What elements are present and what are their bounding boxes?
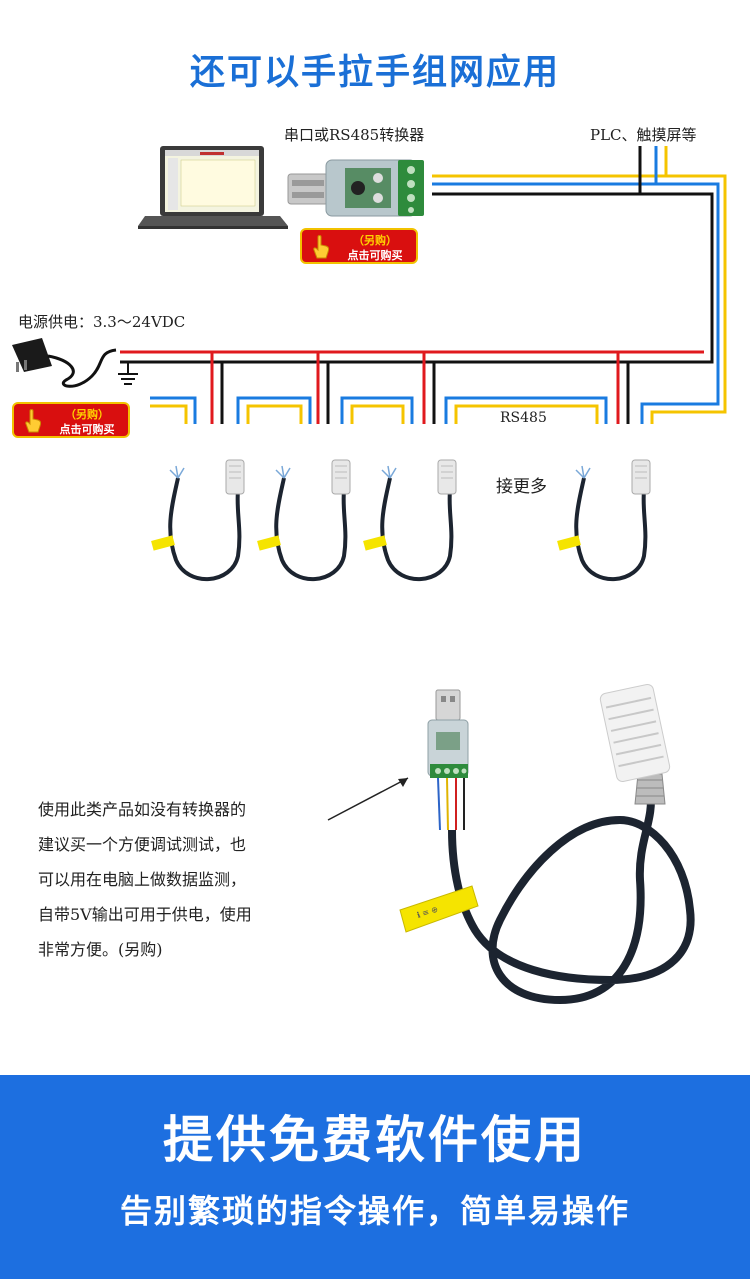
bottom-banner	[0, 1075, 750, 1279]
buy-badge-line2: 点击可购买	[347, 249, 403, 262]
buy-badge-line1: （另购）	[353, 234, 397, 247]
converter-label: 串口或RS485转换器	[284, 126, 425, 144]
banner-subtitle: 告别繁琐的指令操作，简单易操作	[119, 1192, 630, 1230]
description-line: 自带5V输出可用于供电，使用	[38, 905, 252, 924]
page-title: 还可以手拉手组网应用	[189, 53, 560, 93]
pointing-hand-icon	[313, 235, 330, 259]
more-label: 接更多	[496, 477, 547, 497]
power-label: 电源供电：3.3～24VDC	[18, 313, 186, 331]
usb-rs485-converter-icon	[287, 159, 424, 217]
description: 使用此类产品如没有转换器的 建议买一个方便调试测试，也 可以用在电脑上做数据监测…	[38, 792, 328, 967]
sensor-probe-1-icon	[151, 459, 245, 582]
cable-tag-icon: ℹ ≡ ⊕	[399, 885, 479, 933]
buy-power-button[interactable]: （另购） 点击可购买	[12, 402, 130, 438]
buy-badge-line2: 点击可购买	[59, 423, 115, 436]
description-line: 建议买一个方便调试测试，也	[38, 835, 247, 854]
product-photo: ℹ ≡ ⊕	[327, 683, 695, 1005]
wiring-diagram	[12, 146, 727, 582]
description-line: 非常方便。(另购)	[38, 940, 163, 959]
laptop-icon	[138, 146, 288, 229]
rs485-label: RS485	[500, 410, 547, 426]
banner-title: 提供免费软件使用	[163, 1111, 587, 1169]
temperature-humidity-probe-icon	[599, 683, 671, 805]
arrow-icon	[327, 777, 409, 821]
sensor-probe-3-icon	[363, 459, 457, 582]
ground-icon	[118, 362, 138, 385]
power-adapter-icon	[12, 338, 117, 388]
buy-badge-line1: （另购）	[65, 408, 109, 421]
usb-converter-module-icon	[427, 689, 469, 778]
description-line: 可以用在电脑上做数据监测，	[38, 870, 247, 889]
sensor-probe-4-icon	[557, 459, 651, 582]
plc-label: PLC、触摸屏等	[590, 126, 697, 144]
sensor-probe-2-icon	[257, 459, 351, 582]
buy-converter-button[interactable]: （另购） 点击可购买	[300, 228, 418, 264]
pointing-hand-icon	[25, 409, 42, 433]
description-line: 使用此类产品如没有转换器的	[38, 800, 247, 819]
